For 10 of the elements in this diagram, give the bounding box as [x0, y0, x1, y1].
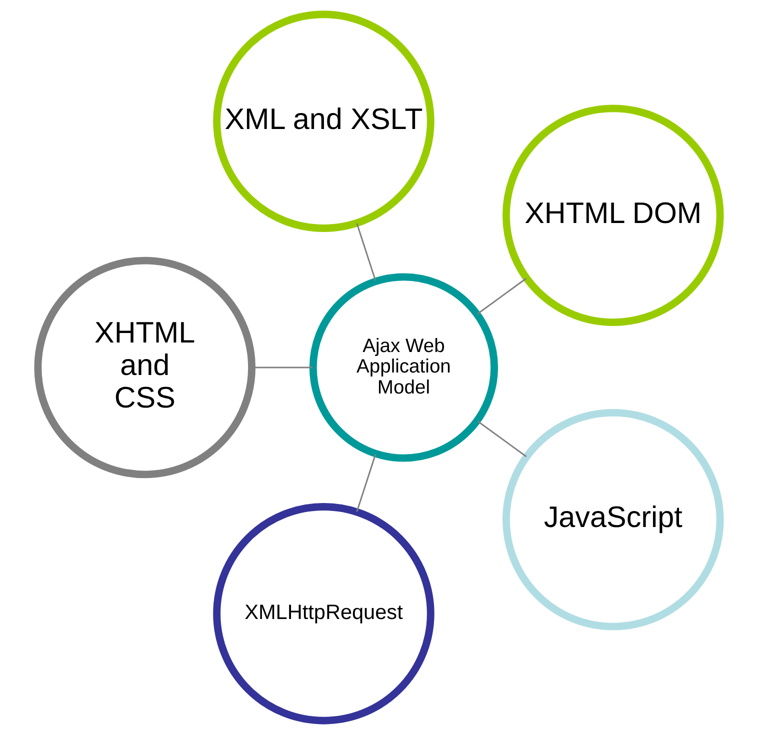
connector	[356, 454, 376, 512]
node-circle: JavaScript	[502, 409, 724, 630]
node-circle: XMLHttpRequest	[212, 503, 434, 724]
node-circle: XHTML DOM	[502, 104, 724, 326]
node-circle: XML and XSLT	[212, 10, 434, 232]
node-circle: Ajax Web Application Model	[308, 273, 498, 462]
connector	[356, 223, 376, 281]
connector	[476, 278, 526, 314]
connector	[476, 420, 526, 458]
node-circle: XHTML and CSS	[34, 256, 255, 478]
